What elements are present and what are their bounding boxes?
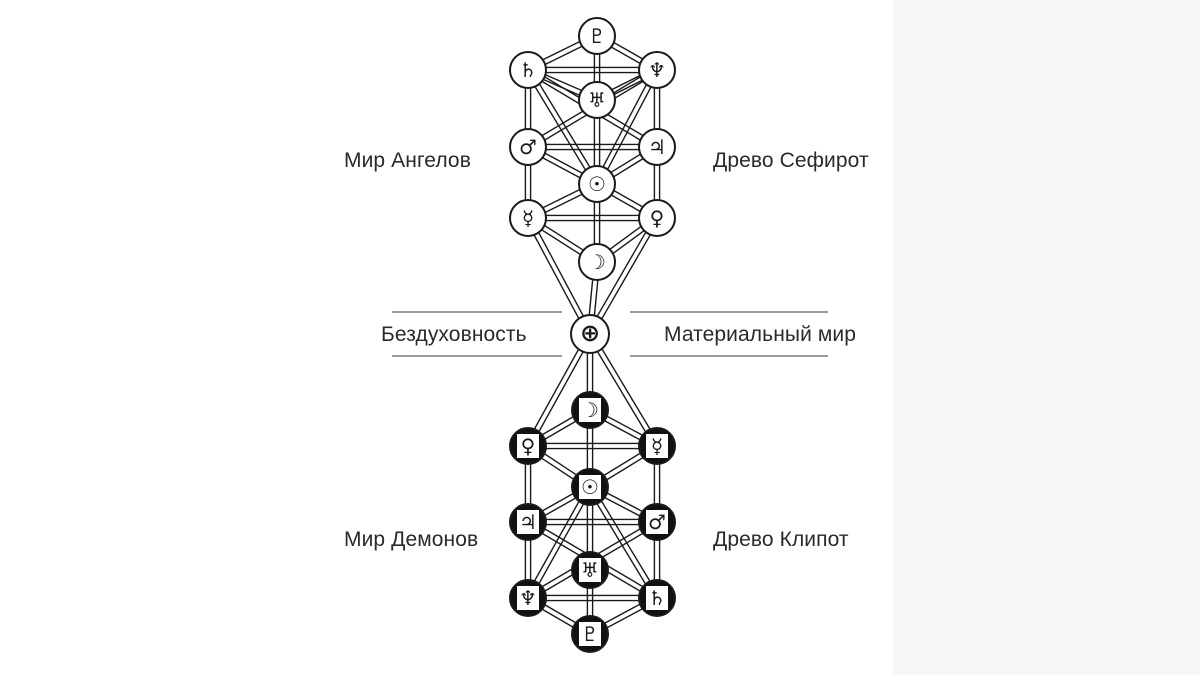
node-circle — [578, 81, 616, 119]
label-spiritlessness: Бездуховность — [381, 323, 527, 346]
jupiter-icon: ♃ — [519, 510, 537, 534]
saturn-icon: ♄ — [648, 586, 666, 610]
sun-icon: ☉ — [588, 172, 606, 196]
node-circle — [570, 314, 610, 354]
sephira-node-u7: ☉ — [578, 165, 616, 203]
path-u9-earth-b — [591, 218, 660, 336]
sephira-node-u5: ♂ — [509, 128, 547, 166]
neptune-icon: ♆ — [519, 586, 537, 610]
node-circle — [509, 128, 547, 166]
sephira-node-l3: ☿ — [638, 427, 676, 465]
node-inner-panel — [646, 510, 668, 534]
pluto-icon: ♇ — [588, 24, 606, 48]
node-circle — [578, 165, 616, 203]
node-inner-panel — [646, 586, 668, 610]
sephira-node-l2: ♀ — [509, 427, 547, 465]
node-inner-panel — [579, 475, 601, 499]
label-angels-world: Мир Ангелов — [344, 149, 471, 172]
node-inner-panel — [579, 622, 601, 646]
node-circle — [638, 199, 676, 237]
path-l4-l9-a — [587, 487, 656, 600]
sephira-node-l6: ♂ — [638, 503, 676, 541]
uranus-icon: ♅ — [581, 558, 599, 582]
mars-icon: ♂ — [519, 135, 537, 159]
sephira-node-l7: ♅ — [571, 551, 609, 589]
earth-icon: ⊕ — [580, 319, 600, 347]
sephira-node-u6: ♃ — [638, 128, 676, 166]
uranus-icon: ♅ — [588, 88, 606, 112]
node-inner-panel — [646, 434, 668, 458]
sephira-node-u1: ♇ — [578, 17, 616, 55]
node-inner-panel — [517, 434, 539, 458]
pluto-icon: ♇ — [581, 622, 599, 646]
path-earth-l2-a — [525, 332, 589, 446]
path-u9-earth-a — [587, 216, 656, 334]
label-demons-world: Мир Демонов — [344, 528, 479, 551]
sephira-node-l4: ☉ — [571, 468, 609, 506]
label-qliphoth-tree: Древо Клипот — [713, 528, 849, 551]
dividers — [392, 311, 828, 357]
node-circle — [638, 51, 676, 89]
path-l4-l9-b — [591, 485, 660, 598]
path-earth-l3-a — [587, 334, 656, 448]
node-circle — [509, 199, 547, 237]
sephira-node-u3: ♆ — [638, 51, 676, 89]
label-sephirot-tree: Древо Сефирот — [713, 149, 869, 172]
background-panel — [893, 0, 1200, 675]
path-u2-u7-b — [529, 68, 600, 184]
sephira-node-u8: ☿ — [509, 199, 547, 237]
node-inner-panel — [517, 510, 539, 534]
venus-icon: ♀ — [650, 206, 665, 230]
path-u8-earth-a — [525, 218, 589, 336]
path-earth-l3-b — [591, 332, 660, 446]
venus-icon: ♀ — [521, 434, 536, 458]
jupiter-icon: ♃ — [648, 135, 666, 159]
path-u3-u7-a — [594, 68, 656, 184]
sephira-node-l9: ♄ — [638, 579, 676, 617]
sephira-node-l5: ♃ — [509, 503, 547, 541]
sephira-node-u9: ♀ — [638, 199, 676, 237]
neptune-icon: ♆ — [648, 58, 666, 82]
node-circle — [638, 128, 676, 166]
sephira-node-l8: ♆ — [509, 579, 547, 617]
label-material-world: Материальный мир — [664, 323, 856, 346]
mercury-icon: ☿ — [522, 206, 534, 230]
node-circle — [509, 51, 547, 89]
sephira-node-u10: ☽ — [578, 243, 616, 281]
moon-icon: ☽ — [581, 398, 599, 422]
sephira-node-earth: ⊕ — [570, 314, 610, 354]
sephira-node-u4: ♅ — [578, 81, 616, 119]
sun-icon: ☉ — [581, 475, 599, 499]
node-inner-panel — [579, 558, 601, 582]
moon-icon: ☽ — [588, 250, 606, 274]
mars-icon: ♂ — [648, 510, 666, 534]
node-circle — [578, 17, 616, 55]
sephira-node-u2: ♄ — [509, 51, 547, 89]
sephira-node-l1: ☽ — [571, 391, 609, 429]
node-circle — [578, 243, 616, 281]
saturn-icon: ♄ — [519, 58, 537, 82]
path-earth-l2-b — [529, 334, 593, 448]
nodes-layer: ♇ ♄ ♆ ♅ ♂ ♃ ☉ ☿ ♀ ☽ ⊕ ☽ ♀ ☿ ☉ ♃ ♂ ♅ ♆ ♄ ♇ — [509, 17, 676, 653]
path-u8-earth-b — [529, 216, 593, 334]
node-inner-panel — [579, 398, 601, 422]
path-u2-u7-a — [525, 70, 596, 186]
sephira-node-l10: ♇ — [571, 615, 609, 653]
mercury-icon: ☿ — [651, 434, 663, 458]
path-l4-l8-b — [529, 487, 593, 600]
node-inner-panel — [517, 586, 539, 610]
